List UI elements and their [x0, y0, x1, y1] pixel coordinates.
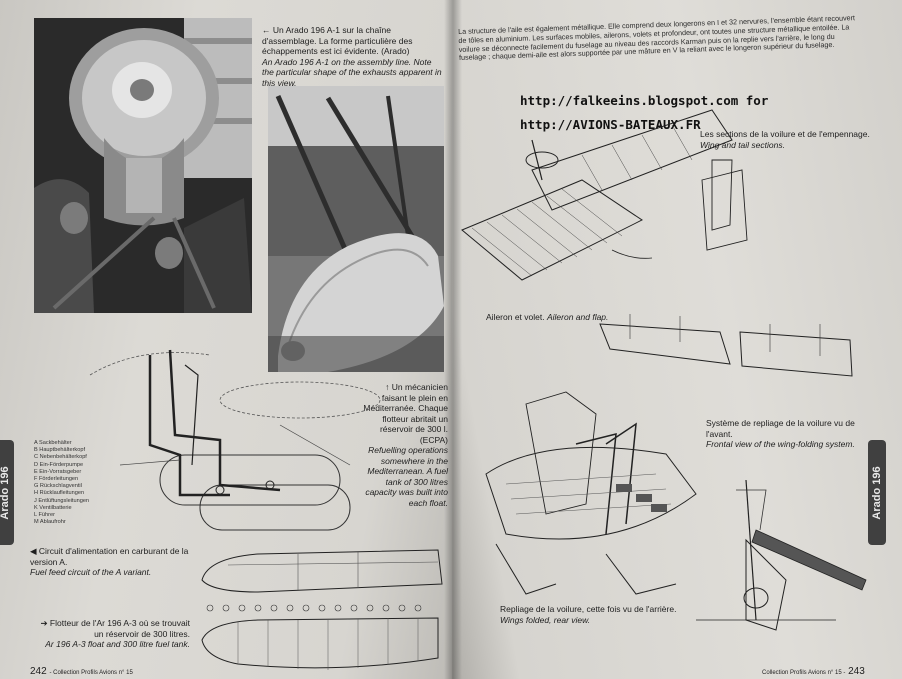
- left-page-number: 242: [30, 666, 47, 677]
- float-caption: ➔ Flotteur de l'Ar 196 A-3 où se trouvai…: [30, 618, 190, 650]
- chapter-tab-left: Arado 196: [0, 440, 14, 545]
- wing-folding-front-diagram: [696, 479, 867, 631]
- fuel-circuit-caption-fr: ◀ Circuit d'alimentation en carburant de…: [30, 546, 189, 567]
- engine-assembly-illustration: [34, 18, 252, 313]
- left-page: ← Un Arado 196 A-1 sur la chaîne d'assem…: [0, 0, 452, 679]
- engine-photo-caption: ← Un Arado 196 A-1 sur la chaîne d'assem…: [262, 25, 444, 88]
- watermark-line-1: http://falkeeins.blogspot.com for: [520, 93, 769, 108]
- legend-item: M Ablaufrohr: [34, 519, 66, 526]
- folded-wings-caption: Repliage de la voilure, cette fois vu de…: [500, 604, 700, 625]
- legend-item: B Hauptbehälterkopf: [34, 447, 85, 454]
- legend-item: C Nebenbehälterkopf: [34, 454, 87, 461]
- engine-assembly-photo: [34, 18, 252, 313]
- legend-item: F Förderleitungen: [34, 476, 79, 483]
- legend-item: G Rückschlagventil: [34, 483, 82, 490]
- fuel-circuit-caption: ◀ Circuit d'alimentation en carburant de…: [30, 546, 190, 578]
- folded-wings-caption-fr: Repliage de la voilure, cette fois vu de…: [500, 604, 677, 614]
- float-illustration: [268, 86, 444, 372]
- right-page-folio: Collection Profils Avions n° 15 - 243: [762, 666, 865, 677]
- refuelling-caption-fr: ↑ Un mécanicien faisant le plein en Médi…: [363, 382, 448, 445]
- legend-item: J Entlüftungsleitungen: [34, 497, 90, 504]
- chapter-tab-right-label: Arado 196: [871, 465, 883, 520]
- engine-photo-caption-fr: ← Un Arado 196 A-1 sur la chaîne d'assem…: [262, 25, 413, 56]
- watermark-line-2: http://AVIONS-BATEAUX.FR: [520, 117, 701, 132]
- legend-item: D Ein-Förderpumpe: [34, 461, 84, 468]
- wing-folding-caption: Système de repliage de la voilure vu de …: [706, 418, 876, 450]
- aileron-flap-caption: Aileron et volet. Aileron and flap.: [486, 312, 686, 323]
- left-page-folio: 242 - Collection Profils Avions n° 15: [30, 666, 133, 677]
- legend-item: E Ein-Vorratsgeber: [34, 468, 82, 475]
- folded-wings-caption-en: Wings folded, rear view.: [500, 614, 591, 625]
- refuelling-caption-en: Refuelling operations somewhere in the M…: [365, 445, 448, 508]
- wing-folding-caption-fr: Système de repliage de la voilure vu de …: [706, 418, 855, 439]
- wing-sections-diagram: [461, 109, 748, 281]
- fuel-circuit-caption-en: Fuel feed circuit of the A variant.: [30, 567, 152, 577]
- float-caption-en: Ar 196 A-3 float and 300 litre fuel tank…: [45, 639, 190, 649]
- aileron-flap-caption-fr: Aileron et volet.: [486, 312, 545, 322]
- wing-sections-caption-fr: Les sections de la voilure et de l'empen…: [700, 129, 870, 139]
- legend-item: L Führer: [34, 512, 55, 519]
- right-page-number: 243: [848, 666, 865, 677]
- legend-item: K Ventilbatterie: [34, 504, 72, 511]
- chapter-tab-right: Arado 196: [868, 440, 886, 545]
- fuel-circuit-legend: A Sackbehälter B Hauptbehälterkopf C Neb…: [34, 440, 124, 526]
- refuelling-caption: ↑ Un mécanicien faisant le plein en Médi…: [360, 382, 448, 508]
- right-page-folio-text: Collection Profils Avions n° 15 -: [762, 670, 846, 676]
- wing-sections-caption-en: Wing and tail sections.: [700, 139, 785, 150]
- chapter-tab-left-label: Arado 196: [0, 465, 11, 520]
- wing-folding-caption-en: Frontal view of the wing-folding system.: [706, 439, 855, 449]
- folded-wings-rear-diagram: [485, 391, 697, 595]
- refuelling-float-photo: [268, 86, 444, 372]
- left-page-folio-text: - Collection Profils Avions n° 15: [49, 670, 133, 676]
- engine-photo-caption-en: An Arado 196 A-1 on the assembly line. N…: [262, 56, 442, 88]
- page-gutter: [444, 0, 462, 679]
- fuel-circuit-diagram: [89, 349, 381, 531]
- legend-item: A Sackbehälter: [34, 440, 72, 446]
- aileron-flap-caption-en: Aileron and flap.: [546, 312, 609, 322]
- float-tank-diagram: [201, 549, 443, 670]
- aileron-flap-diagram: [599, 314, 853, 377]
- float-caption-fr: ➔ Flotteur de l'Ar 196 A-3 où se trouvai…: [40, 618, 190, 639]
- wing-sections-caption: Les sections de la voilure et de l'empen…: [700, 129, 870, 150]
- legend-item: H Rücklaufleitungen: [34, 490, 85, 497]
